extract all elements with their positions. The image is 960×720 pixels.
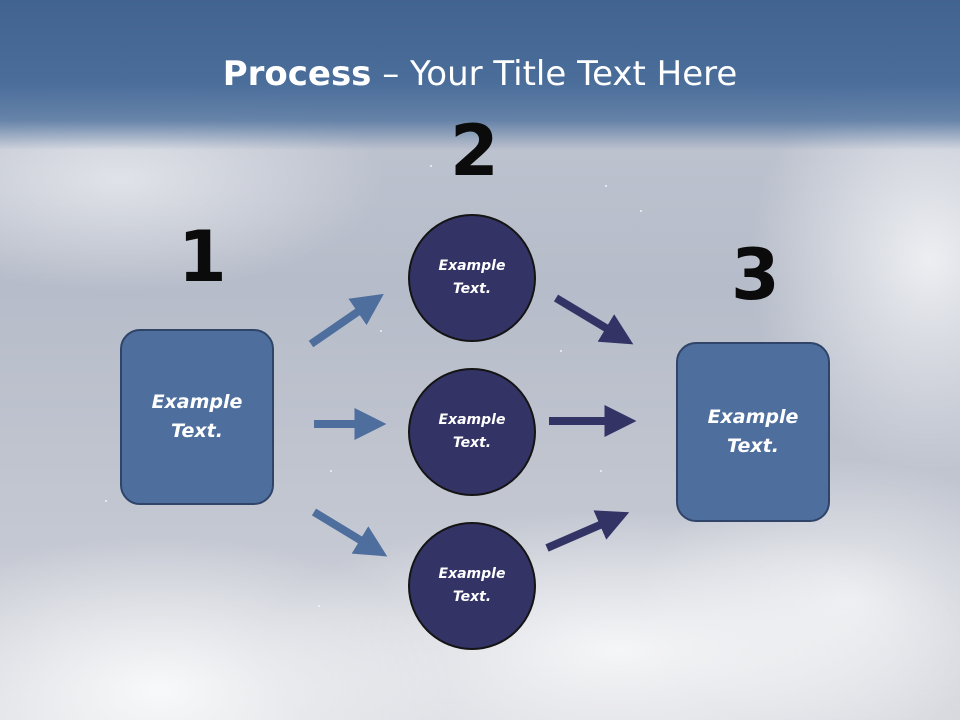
star-dot <box>640 210 642 212</box>
star-dot <box>330 470 332 472</box>
process-circle-bottom: Example Text. <box>408 522 536 650</box>
circle-bottom-text: Example Text. <box>438 566 506 605</box>
star-dot <box>560 350 562 352</box>
title-rest: – Your Title Text Here <box>371 54 738 94</box>
step-number-2: 2 <box>450 110 499 192</box>
process-circle-middle: Example Text. <box>408 368 536 496</box>
arrow-left-to-bottom <box>311 508 388 557</box>
process-circle-top: Example Text. <box>408 214 536 342</box>
star-dot <box>430 165 432 167</box>
star-dot <box>605 185 607 187</box>
step-number-3: 3 <box>731 234 780 316</box>
star-dot <box>600 470 602 472</box>
star-dot <box>380 330 382 332</box>
arrow-top-to-right <box>553 294 634 345</box>
process-box-right: Example Text. <box>676 342 830 522</box>
circle-middle-text: Example Text. <box>438 412 506 451</box>
title-bold: Process <box>222 54 372 94</box>
title-bar <box>0 0 960 150</box>
star-dot <box>105 500 107 502</box>
arrow-bottom-to-right <box>545 510 630 552</box>
process-box-left: Example Text. <box>120 329 274 505</box>
slide-title: Process – Your Title Text Here <box>0 52 960 96</box>
box-right-text: Example Text. <box>707 406 799 457</box>
box-left-text: Example Text. <box>151 391 243 442</box>
arrow-left-to-top <box>308 293 384 348</box>
star-dot <box>318 605 320 607</box>
step-number-1: 1 <box>178 216 227 298</box>
circle-top-text: Example Text. <box>438 258 506 297</box>
